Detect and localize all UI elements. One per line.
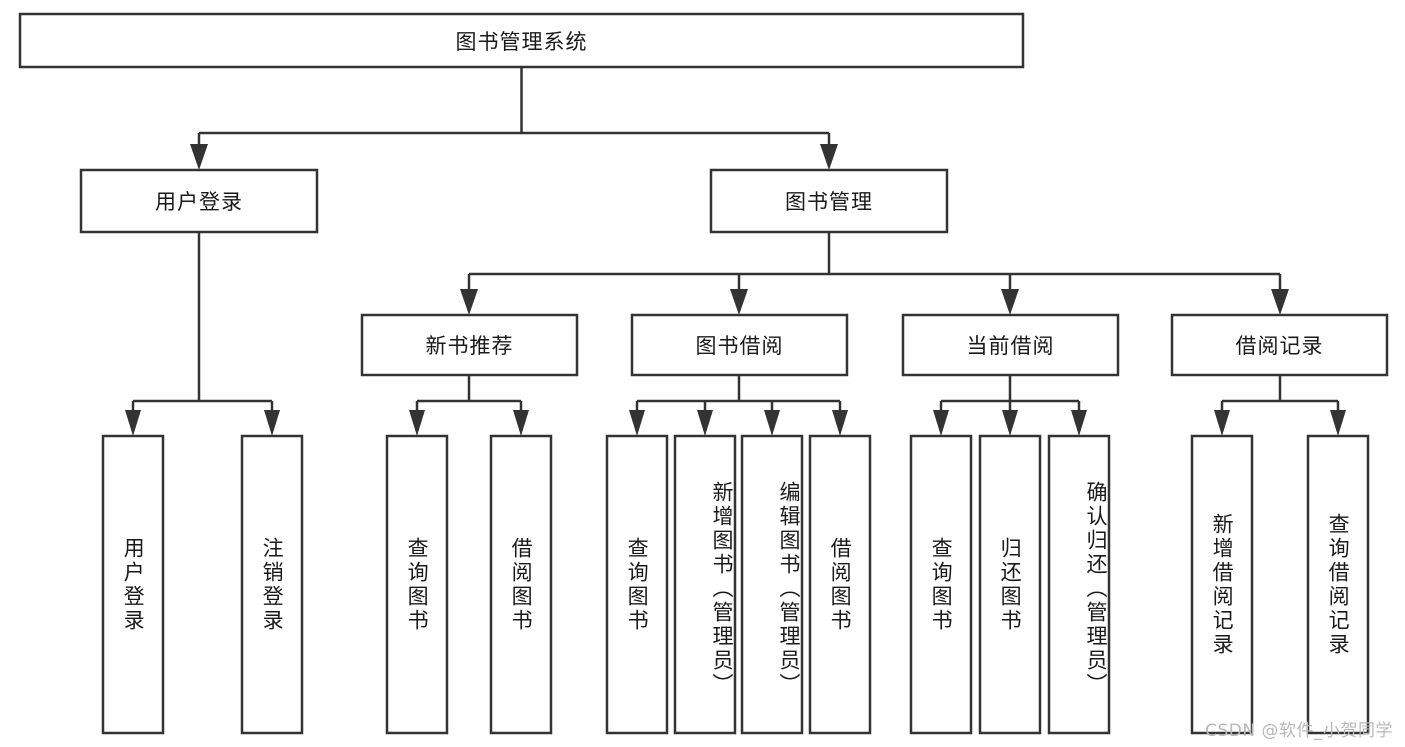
connector-group-root bbox=[190, 67, 838, 170]
arrow-head-leaf-cb-return bbox=[1002, 410, 1018, 436]
node-box-leaf-br-query[interactable] bbox=[1306, 434, 1370, 735]
connector-group-book-mgmt bbox=[460, 232, 1289, 315]
node-box-leaf-cb-query[interactable] bbox=[909, 434, 973, 735]
node-box-current-borrow[interactable] bbox=[901, 313, 1120, 377]
node-box-leaf-cb-return[interactable] bbox=[978, 434, 1042, 735]
arrow-head-leaf-br-add bbox=[1214, 410, 1230, 436]
connector-group-new-book-rec bbox=[409, 375, 529, 436]
arrow-head-leaf-bb-query bbox=[629, 410, 645, 436]
connector-group-borrow-record bbox=[1214, 375, 1346, 436]
node-box-book-borrow[interactable] bbox=[630, 313, 849, 377]
node-box-borrow-record[interactable] bbox=[1170, 313, 1389, 377]
arrow-head-leaf-user-logout bbox=[264, 410, 280, 436]
node-box-root[interactable] bbox=[18, 12, 1025, 69]
connector-group-book-borrow bbox=[629, 375, 848, 436]
node-box-leaf-rec-borrow[interactable] bbox=[489, 434, 553, 735]
node-box-user-login[interactable] bbox=[79, 168, 319, 234]
node-box-new-book-rec[interactable] bbox=[360, 313, 579, 377]
arrow-head-book-mgmt bbox=[820, 144, 838, 170]
connector-group-user-login bbox=[125, 232, 280, 436]
node-box-book-mgmt[interactable] bbox=[709, 168, 949, 234]
arrow-head-leaf-rec-query bbox=[409, 410, 425, 436]
node-box-leaf-br-add[interactable] bbox=[1190, 434, 1254, 735]
arrow-head-user-login bbox=[190, 144, 208, 170]
arrow-head-leaf-cb-query bbox=[933, 410, 949, 436]
arrow-head-leaf-bb-borrow bbox=[832, 410, 848, 436]
arrow-head-book-borrow bbox=[730, 289, 748, 315]
node-box-leaf-user-logout[interactable] bbox=[240, 434, 304, 735]
arrow-head-leaf-bb-add bbox=[697, 410, 713, 436]
arrow-head-borrow-record bbox=[1271, 289, 1289, 315]
arrow-head-leaf-user-login bbox=[125, 410, 141, 436]
node-box-leaf-bb-borrow[interactable] bbox=[808, 434, 872, 735]
arrow-head-current-borrow bbox=[1001, 289, 1019, 315]
node-box-leaf-bb-add[interactable] bbox=[673, 434, 737, 735]
node-box-leaf-cb-confirm[interactable] bbox=[1047, 434, 1111, 735]
node-box-leaf-rec-query[interactable] bbox=[385, 434, 449, 735]
arrow-head-leaf-cb-confirm bbox=[1071, 410, 1087, 436]
node-box-leaf-bb-edit[interactable] bbox=[740, 434, 804, 735]
node-box-leaf-bb-query[interactable] bbox=[605, 434, 669, 735]
arrow-head-leaf-rec-borrow bbox=[513, 410, 529, 436]
connector-group-current-borrow bbox=[933, 375, 1087, 436]
arrow-head-new-book-rec bbox=[460, 289, 478, 315]
node-box-leaf-user-login[interactable] bbox=[101, 434, 165, 735]
arrow-head-leaf-bb-edit bbox=[764, 410, 780, 436]
arrow-head-leaf-br-query bbox=[1330, 410, 1346, 436]
